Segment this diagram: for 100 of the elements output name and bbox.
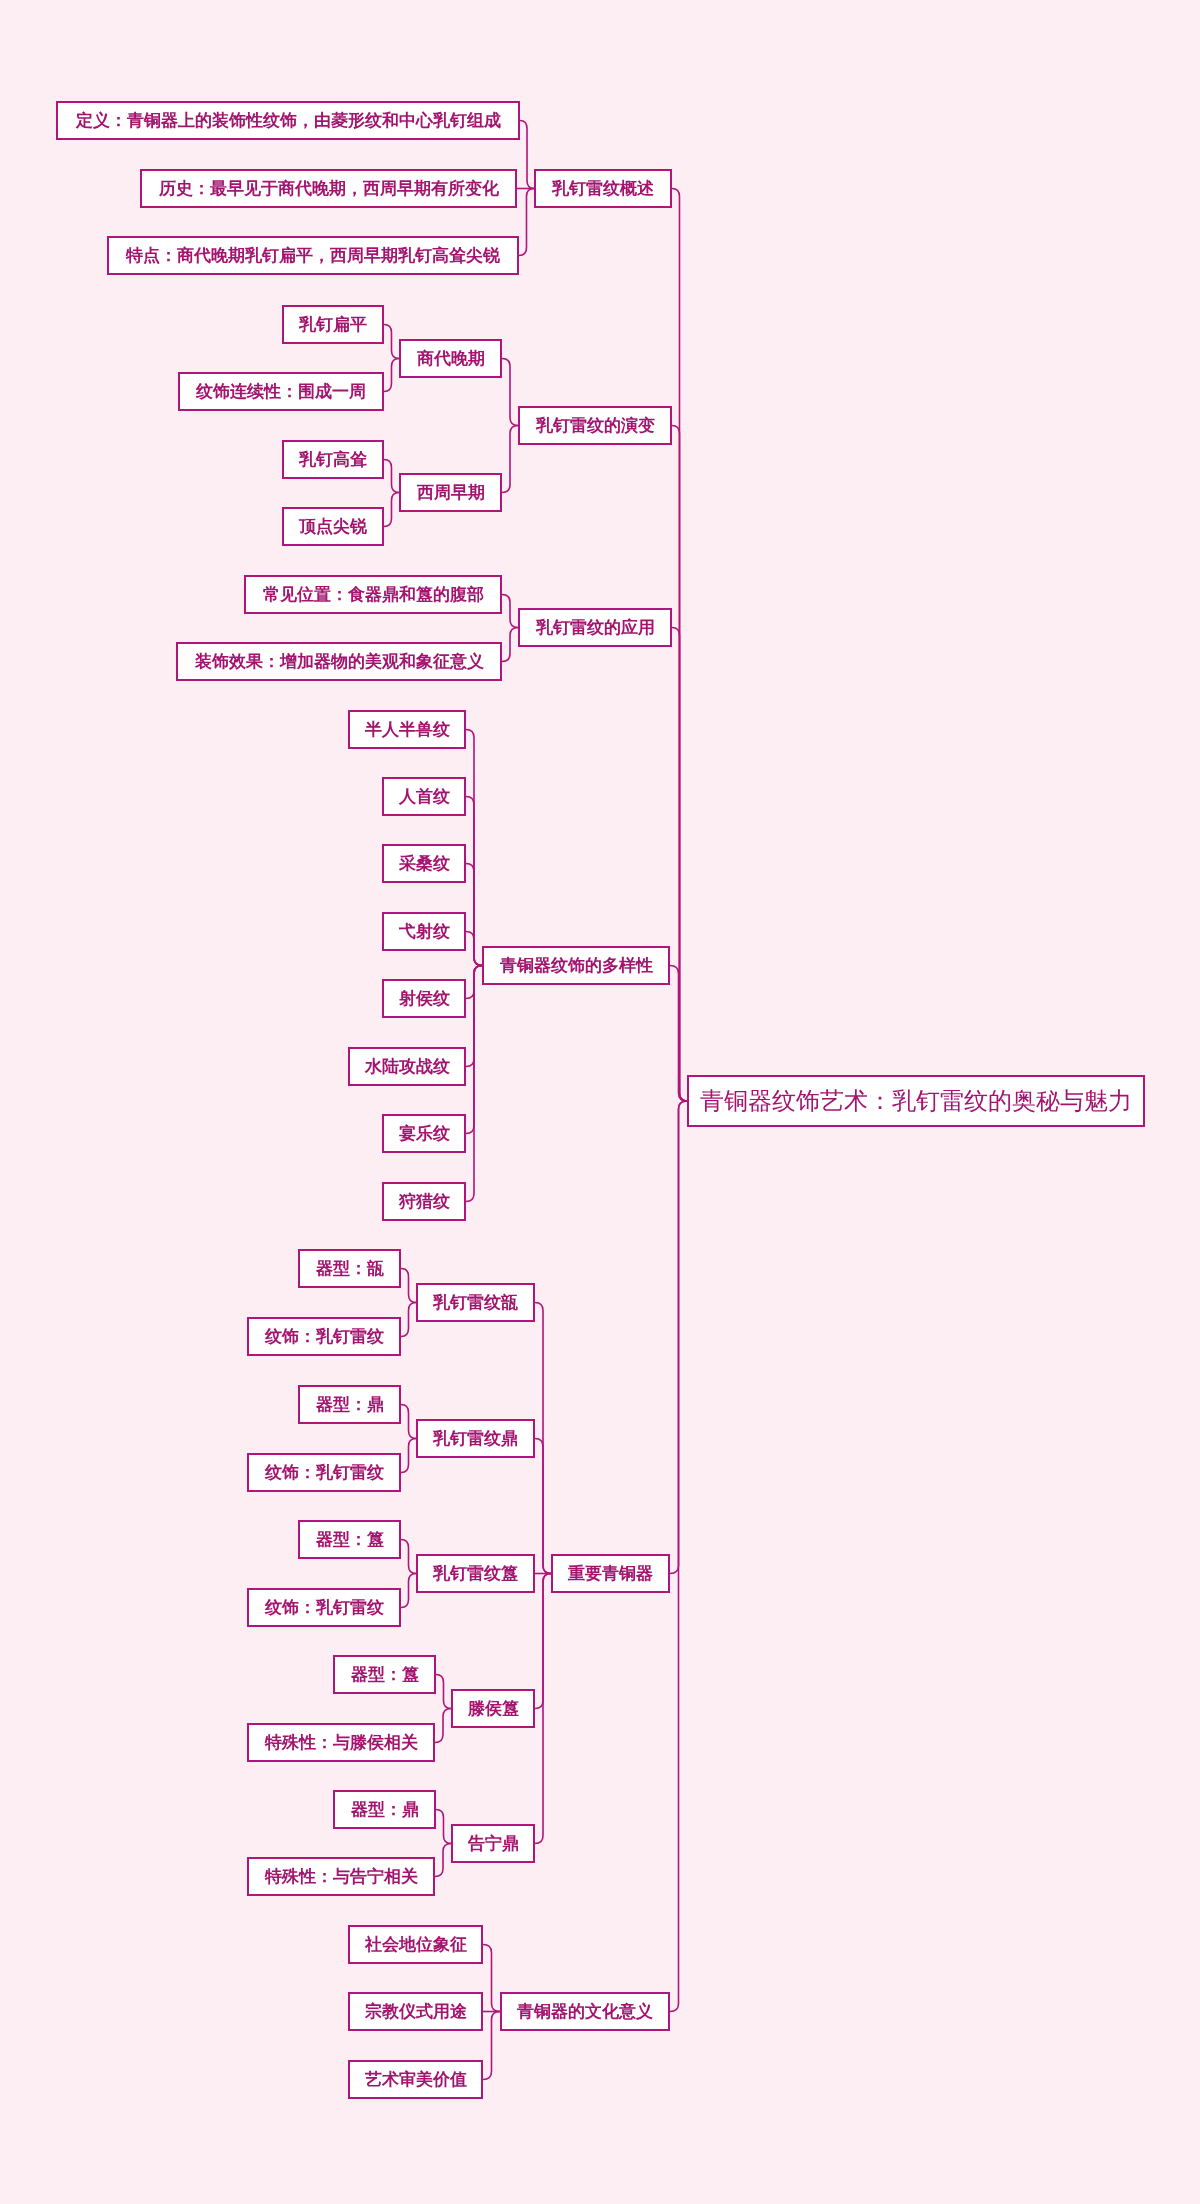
connector-line (501, 357, 519, 427)
topic-box (56, 101, 520, 140)
topic-box (107, 236, 519, 275)
topic-text: 重要青铜器 (568, 1562, 653, 1585)
connector-line (383, 357, 400, 393)
topic-box (282, 305, 384, 344)
connector-line (383, 323, 400, 360)
topic-text: 乳钉雷纹簋 (433, 1562, 518, 1585)
topic-box (282, 440, 384, 479)
topic-box (382, 777, 466, 816)
topic-text: 乳钉雷纹瓿 (433, 1291, 518, 1314)
topic-text: 商代晚期 (416, 347, 485, 370)
topic-text: 纹饰：乳钉雷纹 (264, 1461, 384, 1484)
connector-line (400, 1301, 417, 1338)
topic-text: 弋射纹 (398, 920, 450, 943)
topic-text: 定义：青铜器上的装饰性纹饰，由菱形纹和中心乳钉组成 (75, 109, 501, 132)
topic-text: 器型：鼎 (315, 1393, 384, 1416)
connector-line (518, 187, 535, 257)
topic-text: 常见位置：食器鼎和簋的腹部 (262, 583, 484, 606)
topic-text: 乳钉雷纹的应用 (535, 616, 655, 639)
connector-line (501, 626, 519, 663)
topic-box (451, 1689, 535, 1728)
topic-box (348, 710, 466, 749)
topic-box (534, 169, 672, 208)
connector-line (435, 1673, 452, 1710)
topic-box (247, 1317, 401, 1356)
central-topic-box (687, 1075, 1145, 1127)
topic-text: 顶点尖锐 (299, 515, 367, 538)
connector-line (534, 1437, 552, 1575)
topic-text: 滕侯簋 (467, 1697, 519, 1720)
topic-box (399, 339, 502, 378)
topic-text: 装饰效果：增加器物的美观和象征意义 (194, 650, 484, 673)
topic-text: 告宁鼎 (467, 1832, 519, 1855)
topic-text: 宗教仪式用途 (364, 2000, 467, 2023)
topic-text: 器型：鼎 (350, 1798, 419, 1821)
topic-box (244, 575, 502, 614)
topic-box (518, 608, 672, 647)
topic-text: 射侯纹 (398, 987, 450, 1010)
connector-line (400, 1437, 417, 1474)
topic-box (298, 1249, 401, 1288)
connector-line (501, 593, 519, 629)
connector-line (434, 1842, 452, 1878)
topic-text: 历史：最早见于商代晚期，西周早期有所变化 (158, 177, 499, 200)
connector-line (534, 1572, 552, 1845)
topic-text: 水陆攻战纹 (364, 1055, 450, 1078)
topic-box (247, 1453, 401, 1492)
topic-box (333, 1655, 436, 1694)
connector-line (501, 424, 519, 494)
topic-box (518, 406, 672, 445)
topic-box (348, 1992, 483, 2031)
topic-text: 纹饰连续性：围成一周 (196, 380, 366, 403)
topic-text: 特殊性：与告宁相关 (264, 1865, 418, 1888)
topic-text: 特点：商代晚期乳钉扁平，西周早期乳钉高耸尖锐 (126, 244, 500, 267)
topic-box (416, 1554, 535, 1593)
topic-box (382, 912, 466, 951)
topic-text: 乳钉扁平 (299, 313, 367, 336)
topic-text: 青铜器纹饰艺术：乳钉雷纹的奥秘与魅力 (700, 1086, 1132, 1117)
connector-line (435, 1808, 452, 1845)
topic-box (382, 1182, 466, 1221)
connector-line (669, 1100, 688, 2013)
topic-text: 器型：瓿 (315, 1257, 384, 1280)
topic-box (333, 1790, 436, 1829)
topic-box (551, 1554, 670, 1593)
topic-box (298, 1520, 401, 1559)
topic-text: 狩猎纹 (398, 1190, 450, 1213)
connector-line (400, 1403, 417, 1440)
topic-text: 社会地位象征 (364, 1933, 467, 1956)
topic-text: 器型：簋 (315, 1528, 384, 1551)
connector-line (400, 1538, 417, 1575)
topic-box (247, 1723, 435, 1762)
topic-text: 西周早期 (416, 481, 485, 504)
topic-box (382, 844, 466, 883)
topic-box (500, 1992, 670, 2031)
topic-box (416, 1283, 535, 1322)
connector-line (465, 930, 483, 967)
topic-box (348, 2060, 483, 2099)
connector-line (465, 964, 483, 1203)
connector-line (482, 1943, 501, 2013)
topic-box (348, 1925, 483, 1964)
topic-text: 乳钉雷纹的演变 (535, 414, 655, 437)
topic-box (348, 1047, 466, 1086)
topic-box (176, 642, 502, 681)
topic-box (382, 1114, 466, 1153)
topic-box (382, 979, 466, 1018)
connector-line (400, 1267, 417, 1304)
connector-line (669, 964, 688, 1102)
connector-line (482, 2010, 501, 2081)
topic-text: 纹饰：乳钉雷纹 (264, 1596, 384, 1619)
topic-box (298, 1385, 401, 1424)
topic-text: 宴乐纹 (398, 1122, 450, 1145)
topic-text: 乳钉雷纹鼎 (433, 1427, 518, 1450)
topic-box (282, 507, 384, 546)
topic-box (451, 1824, 535, 1863)
topic-text: 纹饰：乳钉雷纹 (264, 1325, 384, 1348)
topic-text: 乳钉高耸 (299, 448, 367, 471)
topic-text: 采桑纹 (398, 852, 450, 875)
connector-line (519, 119, 535, 190)
topic-text: 人首纹 (398, 785, 450, 808)
topic-text: 艺术审美价值 (364, 2068, 467, 2091)
topic-box (178, 372, 384, 411)
